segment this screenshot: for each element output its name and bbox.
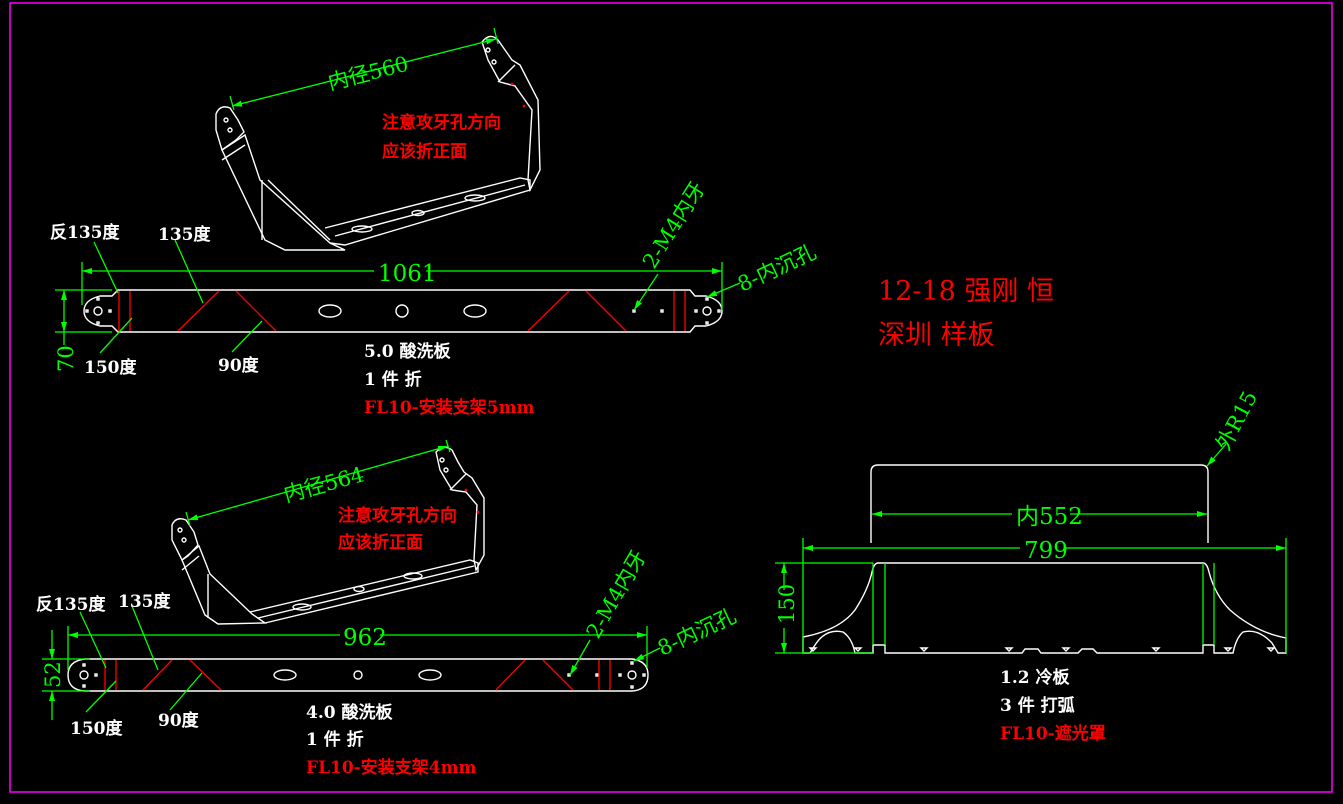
shade-radius-leader — [1206, 443, 1227, 467]
thread-callout-leader — [633, 273, 659, 311]
bracket-4mm-iso-note-line1: 注意攻牙孔方向 — [338, 505, 457, 526]
bracket-5mm-bend-135: 135度 — [158, 224, 211, 245]
bracket-4mm-flat-outline — [67, 658, 649, 692]
bracket-5mm-left-arm — [221, 133, 346, 251]
bracket-4mm-bend-150: 150度 — [70, 718, 123, 739]
bracket-4mm-part-name: FL10-安装支架4mm — [306, 757, 477, 778]
countersink-callout-leader — [706, 282, 741, 298]
shade-overall-width-dimension: 799 — [1024, 538, 1068, 564]
bracket-5mm-base — [324, 177, 531, 246]
bracket-4mm-iso-view[interactable]: 内径564 注意攻牙孔方向 应该折正面 — [171, 439, 485, 625]
bracket-5mm-quantity: 1 件 折 — [364, 369, 422, 390]
shade-top-tab — [870, 464, 1209, 543]
drawing-frame — [9, 2, 1333, 793]
bracket-4mm-left-arm — [181, 544, 268, 625]
bracket-5mm-bend-90: 90度 — [218, 355, 260, 376]
bracket-4mm-inner-dim-line — [187, 445, 449, 521]
bracket-5mm-inner-dim-line — [231, 38, 497, 107]
bracket-5mm-right-arm[interactable] — [481, 35, 541, 193]
bracket-5mm-countersink-callout: 8-内沉孔 — [734, 240, 820, 297]
bracket-4mm-left-ear — [171, 518, 199, 562]
bracket-5mm-material: 5.0 酸洗板 — [364, 341, 451, 362]
shade-part-name: FL10-遮光罩 — [1000, 723, 1106, 744]
shade-radius-dimension: 外R15 — [1211, 387, 1262, 454]
light-shade-drawing[interactable]: 内552 799 150 外R15 1.2 冷板 3 件 打弧 FL10-遮光罩 — [775, 387, 1287, 744]
bend-line — [495, 659, 574, 691]
thread-callout-leader — [569, 639, 591, 676]
slot-hole — [463, 304, 487, 318]
bracket-4mm-flat-pattern[interactable]: 962 52 反135度 135度 150度 90度 2-M4内牙 8-内沉孔 … — [36, 546, 740, 778]
bend-line — [142, 659, 222, 691]
shade-material: 1.2 冷板 — [1000, 667, 1070, 688]
bracket-5mm-inner-dimension: 内径560 — [325, 52, 410, 95]
bracket-4mm-base — [249, 559, 479, 624]
round-hole — [395, 304, 409, 318]
slot-hole — [418, 669, 442, 681]
header-note: 12-18 强刚 恒 深圳 样板 — [878, 276, 1054, 351]
bracket-4mm-thread-callout: 2-M4内牙 — [582, 546, 651, 642]
bend-line — [177, 290, 277, 332]
shade-inner-width-dimension: 内552 — [1016, 504, 1083, 530]
bracket-4mm-quantity: 1 件 折 — [306, 729, 364, 750]
bracket-5mm-height-dimension: 70 — [54, 345, 78, 372]
bracket-4mm-countersink-callout: 8-内沉孔 — [654, 604, 740, 661]
bracket-4mm-bend-135: 135度 — [118, 591, 171, 612]
bracket-5mm-flat-pattern[interactable]: 1061 70 反135度 135度 150度 90度 2-M4内牙 8-内沉孔… — [50, 177, 820, 418]
bracket-4mm-height-dimension: 52 — [41, 661, 65, 688]
shade-height-dimension: 150 — [775, 584, 799, 624]
bracket-4mm-inner-dimension: 内径564 — [281, 462, 367, 506]
bracket-5mm-iso-view[interactable]: 内径560 注意攻牙孔方向 应该折正面 — [215, 27, 541, 251]
header-note-line1: 12-18 强刚 恒 — [878, 276, 1054, 307]
round-hole — [353, 670, 363, 680]
bracket-5mm-length-dimension: 1061 — [378, 261, 437, 287]
bend-line — [527, 290, 627, 332]
bracket-5mm-flat-outline — [83, 289, 723, 333]
bracket-5mm-bend-reverse-135: 反135度 — [50, 222, 120, 243]
bracket-4mm-length-dimension: 962 — [343, 625, 387, 651]
header-note-line2: 深圳 样板 — [878, 320, 995, 351]
bracket-4mm-material: 4.0 酸洗板 — [306, 702, 393, 723]
bracket-4mm-iso-note-line2: 应该折正面 — [338, 532, 423, 553]
bracket-5mm-thread-callout: 2-M4内牙 — [638, 177, 710, 272]
bracket-5mm-iso-note-line1: 注意攻牙孔方向 — [382, 112, 501, 133]
bracket-5mm-bend-150: 150度 — [84, 357, 137, 378]
slot-hole — [273, 669, 297, 681]
bracket-5mm-iso-note-line2: 应该折正面 — [382, 141, 467, 162]
bracket-4mm-bend-reverse-135: 反135度 — [36, 594, 106, 615]
shade-quantity: 3 件 打弧 — [1000, 695, 1075, 716]
bracket-5mm-part-name: FL10-安装支架5mm — [364, 397, 535, 418]
countersink-callout-leader — [633, 647, 661, 662]
bracket-4mm-bend-90: 90度 — [158, 710, 200, 731]
slot-hole — [318, 304, 342, 318]
